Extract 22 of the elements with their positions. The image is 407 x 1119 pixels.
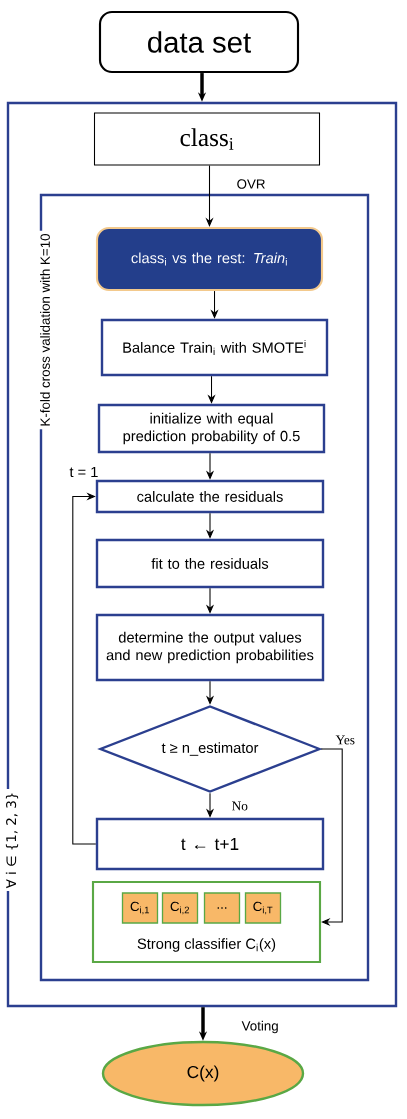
edge-label: Yes [334, 734, 357, 746]
process-box: fit to the residuals [95, 538, 325, 589]
process-box: t ← t+1 [95, 817, 325, 871]
arrow [320, 748, 343, 927]
loop-init-label: t = 1 [69, 466, 98, 478]
classifier-chip: C$_{i,1}$ [121, 892, 159, 924]
classifier-chip: C$_{i,T}$ [244, 892, 282, 924]
process-box: class$_{i}$ vs the rest: Train$_{i}$ [95, 226, 324, 292]
process-box: calculate the residuals [95, 479, 325, 514]
frame-heading: ∀ i ∈ {1, 2, 3} [3, 789, 21, 891]
process-box: class$_{i}$ [93, 112, 321, 166]
edge-label: OVR [235, 177, 267, 191]
process-box: initialize with equal prediction probability of 0.5 [97, 403, 326, 454]
frame-heading: K-fold cross validation with K=10 [37, 230, 53, 430]
classifier-chip: ... [203, 892, 241, 924]
edge-label: No [230, 800, 250, 812]
classifier-chip: C$_{i,2}$ [161, 892, 199, 924]
process-box: determine the output values and new prediction probabilities [95, 613, 325, 682]
process-box: Balance Train$_{i}$ with SMOTE$^{i}$ [100, 318, 329, 377]
arrow [72, 492, 97, 845]
edge-label: Voting [240, 1019, 280, 1035]
start-box: data set [98, 10, 300, 74]
